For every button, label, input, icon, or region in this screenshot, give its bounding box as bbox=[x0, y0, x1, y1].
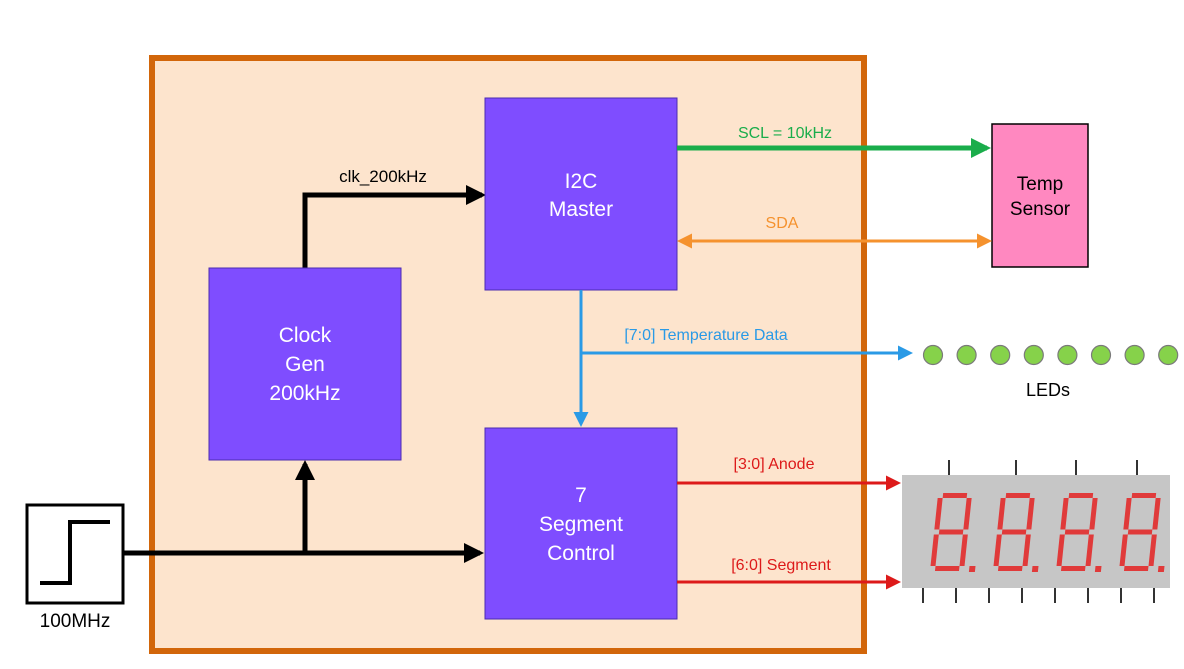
segment-c bbox=[1148, 534, 1157, 566]
segment-b bbox=[1152, 498, 1161, 530]
clock-gen-block: Clock Gen 200kHz bbox=[208, 267, 402, 461]
segment-d bbox=[934, 566, 960, 571]
i2c-master-block: I2C Master bbox=[484, 97, 678, 291]
segment-control-label-line-1: 7 bbox=[575, 484, 587, 507]
segment-f bbox=[1123, 498, 1132, 530]
segment-e bbox=[1119, 534, 1128, 566]
seven-segment-display bbox=[902, 460, 1170, 603]
segment-f bbox=[997, 498, 1006, 530]
segment-e bbox=[930, 534, 939, 566]
digit-1 bbox=[930, 493, 976, 572]
segment-b bbox=[963, 498, 972, 530]
led-6 bbox=[1090, 344, 1112, 366]
i2c-master-label-line-2: Master bbox=[549, 198, 613, 221]
digit-3 bbox=[1056, 493, 1102, 572]
segment-g bbox=[938, 529, 964, 535]
temp-sensor-box bbox=[991, 123, 1089, 268]
led-4 bbox=[1023, 344, 1044, 366]
clock-wires: clk_200kHz bbox=[123, 167, 486, 563]
segment-label: [6:0] Segment bbox=[731, 557, 831, 574]
temp-sensor-block: Temp Sensor bbox=[991, 123, 1089, 268]
step-icon bbox=[40, 520, 110, 585]
segment-control-label-line-3: Control bbox=[547, 542, 615, 565]
temp-sensor-label-line-2: Sensor bbox=[1010, 199, 1071, 220]
led-7 bbox=[1124, 344, 1145, 366]
led-1 bbox=[922, 344, 944, 366]
i2c-master-label-line-1: I2C bbox=[565, 170, 598, 193]
segment-a bbox=[1131, 493, 1157, 498]
temperature-data-label: [7:0] Temperature Data bbox=[624, 327, 787, 344]
sda-signal: SDA bbox=[677, 215, 992, 249]
segment-control-block: 7 Segment Control bbox=[484, 427, 678, 620]
digit-4 bbox=[1119, 493, 1165, 572]
segment-g bbox=[1001, 529, 1027, 535]
scl-signal: SCL = 10kHz bbox=[677, 125, 991, 158]
segment-c bbox=[1022, 534, 1031, 566]
segment-a bbox=[1068, 493, 1094, 498]
segment-control-label-line-2: Segment bbox=[539, 513, 623, 536]
clock-gen-label-line-2: Gen bbox=[285, 353, 325, 376]
segment-c bbox=[1085, 534, 1094, 566]
temperature-data-signal: [7:0] Temperature Data bbox=[573, 290, 913, 427]
temp-sensor-label-line-1: Temp bbox=[1017, 174, 1063, 195]
segment-c bbox=[959, 534, 968, 566]
anode-label: [3:0] Anode bbox=[734, 456, 815, 473]
segment-b bbox=[1026, 498, 1035, 530]
segment-a bbox=[1005, 493, 1031, 498]
sda-label: SDA bbox=[766, 215, 799, 232]
scl-label: SCL = 10kHz bbox=[738, 125, 832, 142]
clk-200khz-label: clk_200kHz bbox=[339, 167, 427, 186]
clock-gen-label-line-3: 200kHz bbox=[269, 382, 340, 405]
clock-gen-label-line-1: Clock bbox=[279, 324, 332, 347]
segment-d bbox=[1060, 566, 1086, 571]
segment-d bbox=[997, 566, 1023, 571]
led-3 bbox=[990, 344, 1011, 366]
segment-e bbox=[1056, 534, 1065, 566]
led-8 bbox=[1158, 344, 1179, 366]
led-2 bbox=[956, 344, 977, 366]
clock-source-box bbox=[25, 503, 125, 605]
segment-e bbox=[993, 534, 1002, 566]
clock-gen-box bbox=[208, 267, 402, 461]
segment-f bbox=[934, 498, 943, 530]
anode-signal: [3:0] Anode bbox=[677, 456, 901, 491]
decimal-point bbox=[1094, 566, 1102, 572]
segment-g bbox=[1127, 529, 1153, 535]
led-5 bbox=[1057, 344, 1078, 366]
clock-source: 100MHz bbox=[25, 503, 125, 632]
segment-f bbox=[1060, 498, 1069, 530]
leds bbox=[922, 344, 1179, 366]
decimal-point bbox=[1157, 566, 1165, 572]
segment-control-box bbox=[484, 427, 678, 620]
segment-signal: [6:0] Segment bbox=[677, 557, 901, 590]
i2c-master-box bbox=[484, 97, 678, 291]
segment-d bbox=[1123, 566, 1149, 571]
clk-200khz-wire bbox=[302, 185, 486, 268]
decimal-point bbox=[1031, 566, 1039, 572]
decimal-point bbox=[968, 566, 976, 572]
segment-g bbox=[1064, 529, 1090, 535]
leds-label: LEDs bbox=[1026, 380, 1070, 400]
digit-2 bbox=[993, 493, 1039, 572]
segment-a bbox=[942, 493, 968, 498]
clock-source-label: 100MHz bbox=[40, 611, 111, 632]
segment-b bbox=[1089, 498, 1098, 530]
